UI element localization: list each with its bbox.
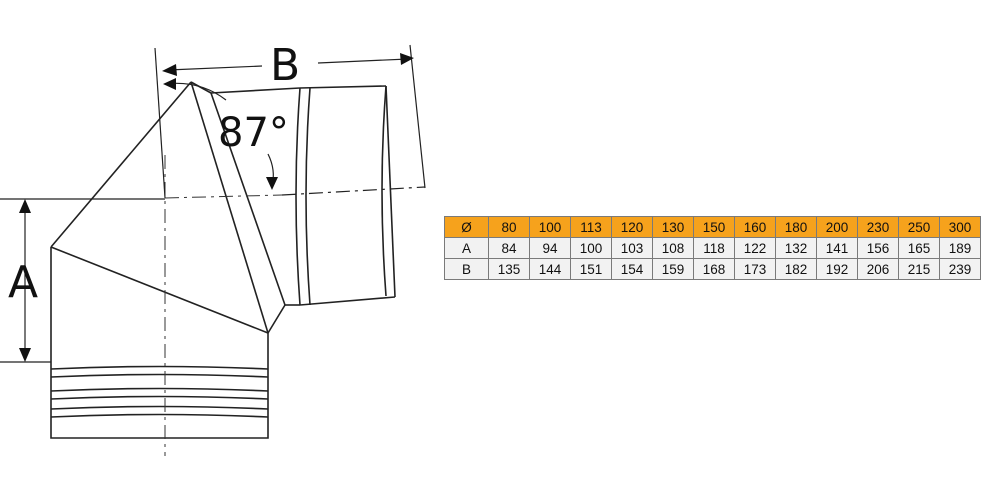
center-lines <box>164 155 283 456</box>
table-cell: 165 <box>898 237 940 259</box>
table-cell: 154 <box>611 258 653 280</box>
table-row-b: B 135 144 151 154 159 168 173 182 192 20… <box>444 258 981 280</box>
diameter-cell: 200 <box>816 216 858 238</box>
table-cell: 132 <box>775 237 817 259</box>
table-cell: 156 <box>857 237 899 259</box>
diameter-cell: 130 <box>652 216 694 238</box>
table-cell: 206 <box>857 258 899 280</box>
diameter-cell: 120 <box>611 216 653 238</box>
table-cell: 141 <box>816 237 858 259</box>
table-cell: 182 <box>775 258 817 280</box>
diameter-cell: 80 <box>488 216 530 238</box>
arrowheads <box>19 53 414 362</box>
table-cell: 103 <box>611 237 653 259</box>
table-cell: 108 <box>652 237 694 259</box>
row-label-a: A <box>444 237 489 259</box>
dimension-a-label: A <box>8 257 38 308</box>
table-cell: 189 <box>939 237 981 259</box>
table-cell: 122 <box>734 237 776 259</box>
table-cell: 118 <box>693 237 735 259</box>
table-cell: 135 <box>488 258 530 280</box>
table-cell: 144 <box>529 258 571 280</box>
diameter-cell: 150 <box>693 216 735 238</box>
dimension-b-label: B <box>270 40 300 91</box>
diameter-cell: 160 <box>734 216 776 238</box>
table-cell: 159 <box>652 258 694 280</box>
table-cell: 84 <box>488 237 530 259</box>
dimension-lines <box>0 44 426 363</box>
table-header-row: Ø 80 100 113 120 130 150 160 180 200 230… <box>444 216 981 238</box>
table-cell: 173 <box>734 258 776 280</box>
table-row-a: A 84 94 100 103 108 118 122 132 141 156 … <box>444 237 981 259</box>
diameter-cell: 250 <box>898 216 940 238</box>
diameter-symbol-cell: Ø <box>444 216 489 238</box>
table-cell: 168 <box>693 258 735 280</box>
table-cell: 94 <box>529 237 571 259</box>
table-cell: 192 <box>816 258 858 280</box>
angle-label: 87° <box>218 110 289 156</box>
diameter-cell: 180 <box>775 216 817 238</box>
diameter-cell: 230 <box>857 216 899 238</box>
diameter-cell: 300 <box>939 216 981 238</box>
table-cell: 239 <box>939 258 981 280</box>
diameter-cell: 100 <box>529 216 571 238</box>
table-cell: 151 <box>570 258 612 280</box>
table-cell: 215 <box>898 258 940 280</box>
diameter-cell: 113 <box>570 216 612 238</box>
row-label-b: B <box>444 258 489 280</box>
dimension-table: Ø 80 100 113 120 130 150 160 180 200 230… <box>444 216 981 280</box>
table-cell: 100 <box>570 237 612 259</box>
